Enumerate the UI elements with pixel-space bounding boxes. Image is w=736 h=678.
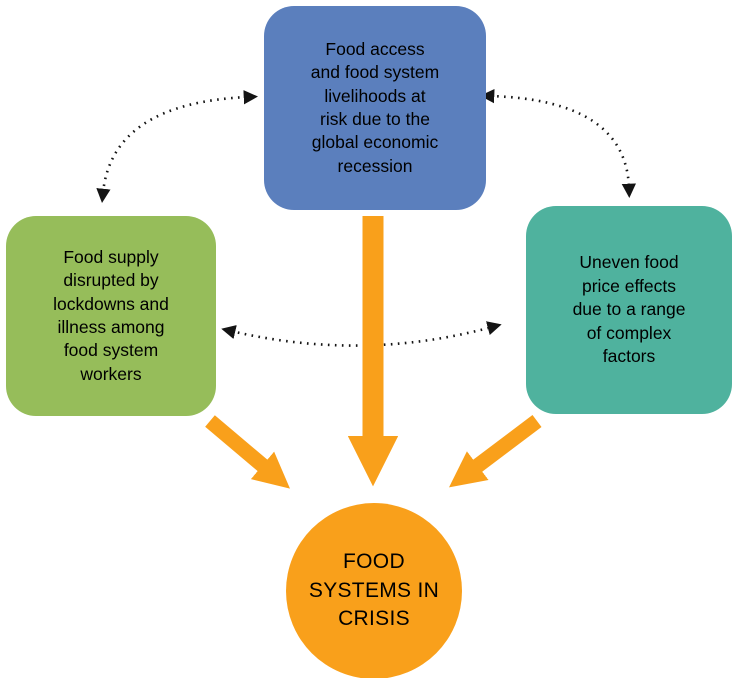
dotted-bidirectional-arrow-top-right xyxy=(479,88,636,199)
node-uneven-food-prices-label: Uneven food price effects due to a range… xyxy=(572,252,686,367)
dotted-bidirectional-arrow-left-top xyxy=(96,90,259,203)
node-food-systems-in-crisis-label: FOOD SYSTEMS IN CRISIS xyxy=(308,550,440,631)
node-food-supply-disruption-label: Food supply disrupted by lockdowns and i… xyxy=(53,246,169,384)
node-food-systems-in-crisis: FOOD SYSTEMS IN CRISIS xyxy=(286,503,462,678)
solid-arrow-left-to-center xyxy=(205,415,290,489)
node-economic-recession: Food access and food system livelihoods … xyxy=(264,6,486,210)
node-uneven-food-prices: Uneven food price effects due to a range… xyxy=(526,206,732,414)
node-economic-recession-label: Food access and food system livelihoods … xyxy=(310,38,440,176)
node-food-supply-disruption: Food supply disrupted by lockdowns and i… xyxy=(6,216,216,416)
solid-arrow-right-to-center xyxy=(449,415,542,488)
dotted-bidirectional-arrow-left-right xyxy=(221,321,502,347)
